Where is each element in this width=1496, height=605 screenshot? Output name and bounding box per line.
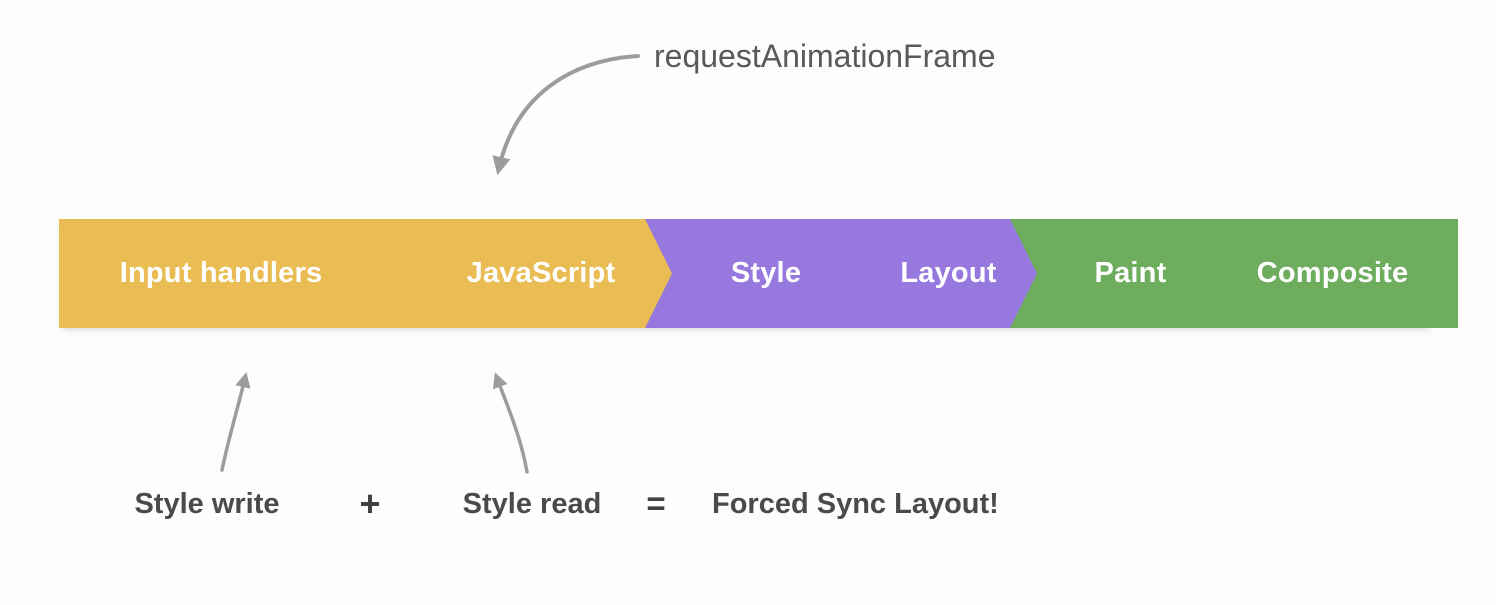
segment-label: Paint (1094, 257, 1167, 289)
plus-sign: + (359, 483, 381, 524)
pipeline-segment-composite: Composite (1180, 219, 1458, 328)
equals-sign: = (646, 485, 666, 522)
segment-label: JavaScript (466, 257, 616, 289)
style-write-label: Style write (134, 488, 280, 520)
segment-label: Layout (900, 257, 997, 289)
segment-label: Input handlers (119, 257, 323, 289)
raf-label: requestAnimationFrame (654, 38, 996, 74)
segment-label: Composite (1256, 257, 1409, 289)
raf-arrow (492, 54, 640, 176)
pipeline-segment-input-handlers: Input handlers (59, 219, 410, 328)
style-read-arrow (492, 372, 529, 474)
forced-sync-layout-label: Forced Sync Layout! (712, 488, 999, 520)
style-read-label: Style read (462, 488, 602, 520)
segment-label: Style (730, 257, 802, 289)
style-write-arrow (220, 371, 251, 472)
